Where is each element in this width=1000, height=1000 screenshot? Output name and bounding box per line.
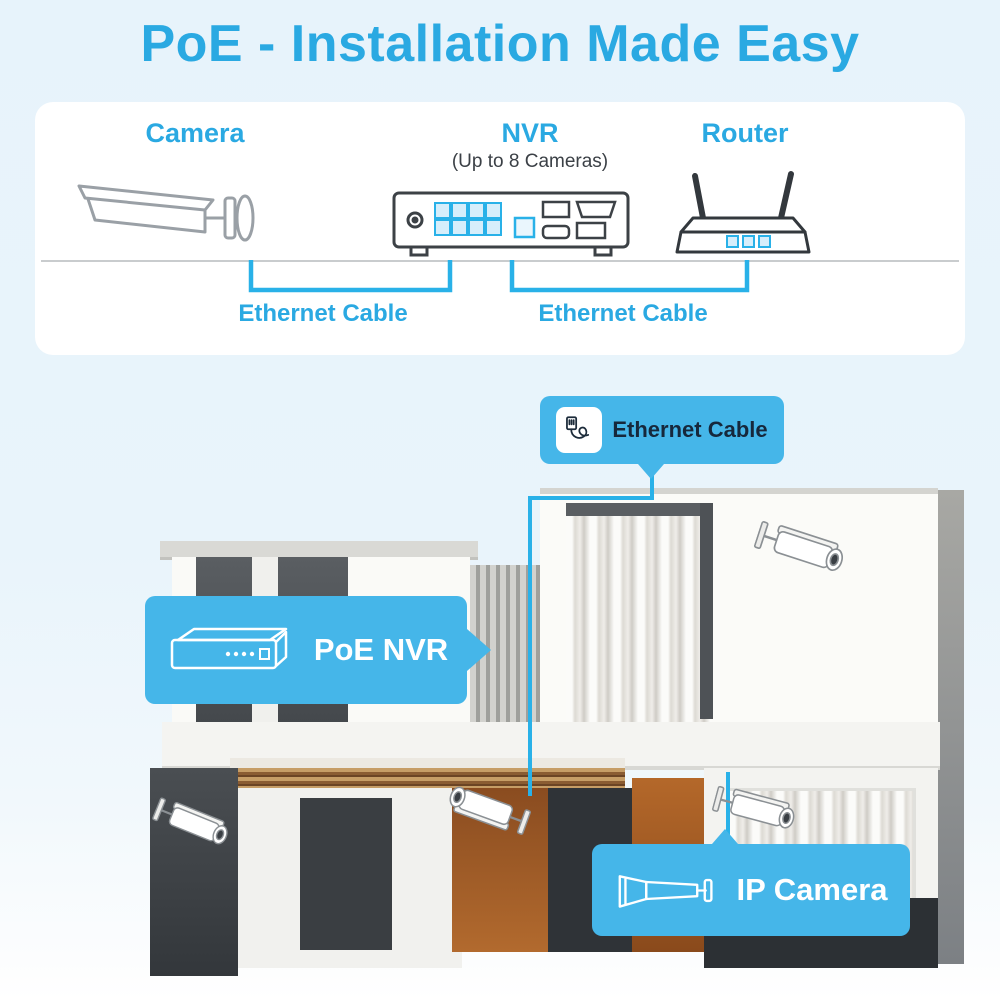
poe-nvr-callout-label: PoE NVR xyxy=(313,632,449,667)
ip-camera-line-vertical xyxy=(726,772,730,848)
mounted-camera-lower-right xyxy=(711,785,795,829)
house-upper-right-window-frame xyxy=(700,503,713,719)
ethernet-cable-callout-label: Ethernet Cable xyxy=(612,417,768,442)
ethernet-line-horizontal xyxy=(528,496,654,500)
house-lower-window-dark xyxy=(300,798,392,950)
ip-camera-callout-label: IP Camera xyxy=(736,872,888,907)
ethernet-cable-callout: Ethernet Cable xyxy=(540,396,784,479)
nvr-sublabel: (Up to 8 Cameras) xyxy=(451,151,609,172)
ethernet-line-vertical-top xyxy=(650,468,654,500)
pergola-beam xyxy=(230,758,625,768)
connection-diagram-panel: Camera NVR (Up to 8 Cameras) Router xyxy=(35,102,965,355)
poe-nvr-icon xyxy=(170,627,288,670)
ip-camera-icon xyxy=(619,874,714,908)
camera-label: Camera xyxy=(145,118,245,148)
mounted-camera-lower-left xyxy=(152,797,228,845)
ethernet-cable-icon xyxy=(556,407,603,453)
cable-label-right: Ethernet Cable xyxy=(538,300,708,327)
wifi-router-outline-icon xyxy=(675,171,811,254)
router-label: Router xyxy=(701,118,789,148)
ethernet-cable-paths xyxy=(248,260,750,293)
nvr-label: NVR xyxy=(501,118,559,148)
house-right-side xyxy=(938,490,964,964)
mounted-camera-upper-right xyxy=(753,521,844,572)
mounted-camera-center xyxy=(449,786,532,835)
cable-label-left: Ethernet Cable xyxy=(238,300,408,327)
ip-camera-callout: IP Camera xyxy=(592,829,910,936)
callout-tail-up xyxy=(712,829,738,844)
house-upper-right-window xyxy=(566,503,712,732)
nvr-front-panel-outline-icon xyxy=(392,191,630,257)
poe-bullet-camera-outline-icon xyxy=(77,184,255,242)
surface-line xyxy=(41,260,959,262)
poe-nvr-callout: PoE NVR xyxy=(145,596,491,704)
ethernet-line-vertical-long xyxy=(528,496,532,796)
page-title: PoE - Installation Made Easy xyxy=(140,15,860,73)
callout-tail-down xyxy=(638,464,664,479)
callout-tail-right xyxy=(467,629,491,671)
